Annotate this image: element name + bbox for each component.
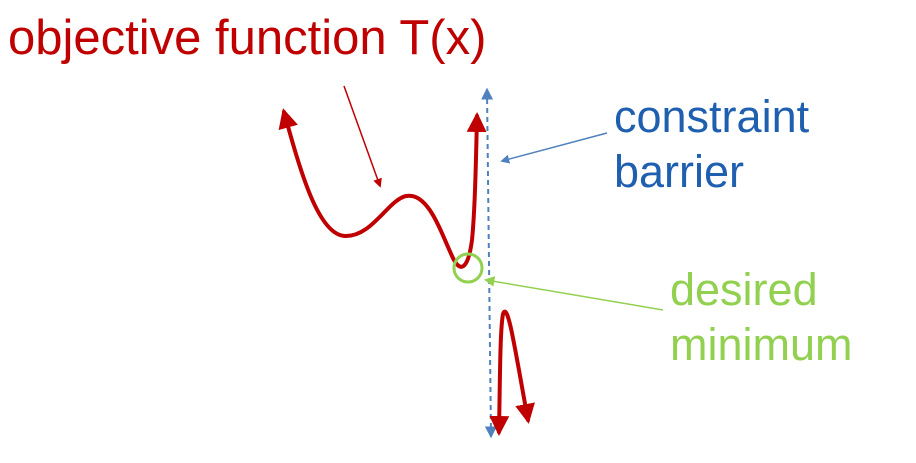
objective-curve-left <box>278 108 487 269</box>
constraint-barrier-label: constraint barrier <box>614 89 809 199</box>
desired-minimum-label: desired minimum <box>670 262 853 372</box>
minimum-pointer-arrow <box>483 276 664 311</box>
objective-curve-right <box>489 309 535 436</box>
constraint-label-line2: barrier <box>614 146 745 197</box>
minimum-label-line1: desired <box>670 264 818 315</box>
desired-minimum-circle <box>452 252 484 284</box>
constraint-label-line1: constraint <box>614 91 810 142</box>
constraint-barrier-line <box>481 87 497 439</box>
objective-function-label: objective function T(x) <box>8 11 487 65</box>
constraint-pointer-arrow <box>500 132 608 164</box>
minimum-label-line2: minimum <box>670 319 853 370</box>
objective-pointer-arrow <box>343 85 382 188</box>
